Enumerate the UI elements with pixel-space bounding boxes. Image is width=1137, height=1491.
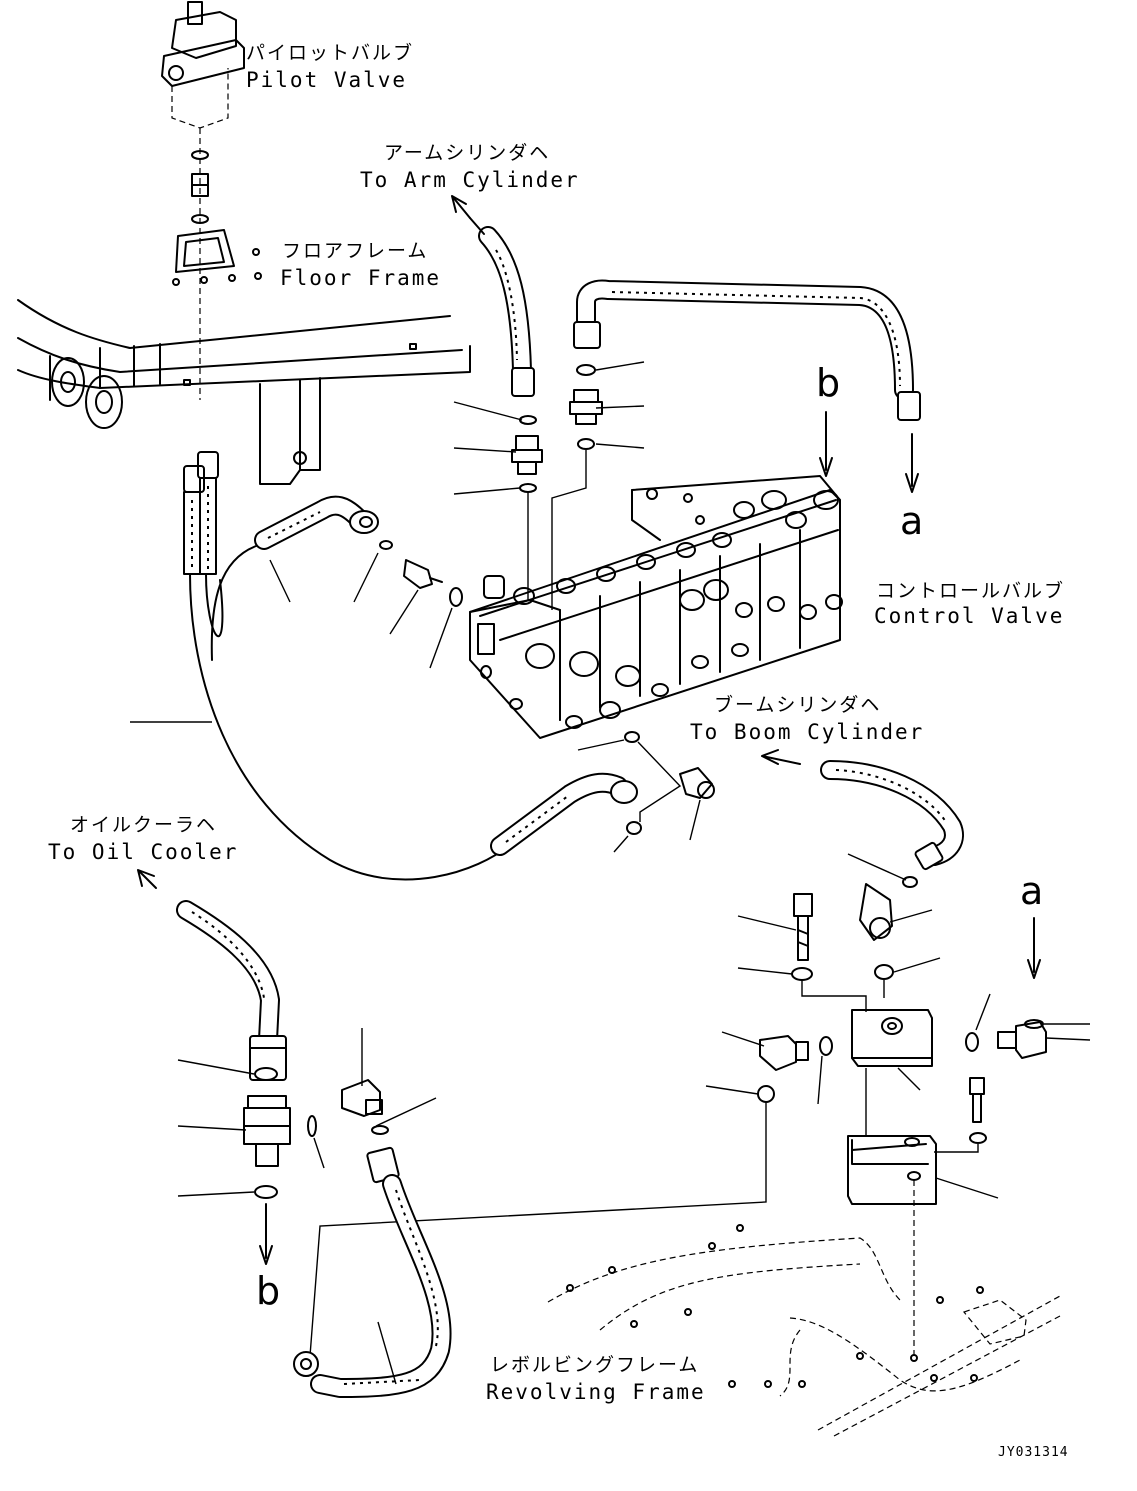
o-ring [254, 1185, 278, 1199]
adapter-fitting-2 [569, 389, 603, 425]
hose-upper-left [210, 495, 379, 661]
floor-frame [17, 299, 471, 485]
elbow-fitting-left [759, 1035, 809, 1071]
oil-cooler-label-en: To Oil Cooler [48, 840, 239, 864]
o-ring [379, 540, 393, 550]
adapter-fitting [511, 435, 543, 475]
o-ring [902, 876, 918, 888]
connection-mark-a-top: a [900, 499, 924, 543]
elbow-90-fitting [859, 883, 893, 941]
washer [969, 1132, 987, 1144]
o-ring [576, 364, 596, 376]
manifold-block [851, 1009, 933, 1067]
o-ring [191, 150, 209, 160]
arm-cylinder-label-en: To Arm Cylinder [360, 168, 580, 192]
control-valve-label-en: Control Valve [874, 604, 1065, 628]
floor-plate [172, 229, 262, 286]
connection-mark-a-right: a [1020, 869, 1044, 913]
boom-cylinder-label-en: To Boom Cylinder [690, 720, 925, 744]
pilot-valve-label-jp: パイロットバルブ [246, 42, 415, 64]
o-ring [449, 587, 463, 607]
swivel-fittings [183, 451, 509, 881]
drawing-code: JY031314 [998, 1445, 1069, 1460]
o-ring [626, 821, 642, 835]
oil-cooler-hose [137, 869, 287, 1081]
o-ring [965, 1032, 979, 1052]
revolving-frame-label-en: Revolving Frame [486, 1380, 706, 1404]
o-ring [1024, 1019, 1044, 1029]
pilot-valve-label-en: Pilot Valve [246, 68, 408, 92]
small-bolt [969, 1077, 985, 1123]
revolving-frame-label-jp: レボルビングフレーム [490, 1354, 700, 1376]
o-ring [757, 1085, 775, 1103]
revolving-frame [547, 1224, 1061, 1437]
hose-lower-center [490, 772, 638, 856]
lower-block [847, 1135, 937, 1205]
elbow-fitting [679, 767, 715, 799]
floor-frame-label-jp: フロアフレーム [282, 240, 429, 262]
o-ring [191, 214, 209, 224]
straight-fitting [403, 559, 443, 589]
connection-mark-b-top: b [816, 361, 841, 405]
o-ring [577, 438, 595, 450]
o-ring [307, 1115, 317, 1137]
elbow-connector [341, 1079, 383, 1117]
floor-frame-label-en: Floor Frame [280, 266, 442, 290]
boom-cylinder-label-jp: ブームシリンダヘ [714, 694, 882, 716]
revolving-frame-hose [293, 1146, 452, 1398]
pilot-fitting [191, 173, 209, 197]
o-ring [519, 483, 537, 493]
o-ring [519, 415, 537, 425]
o-ring [254, 1067, 278, 1081]
o-ring [819, 1036, 833, 1056]
o-ring [371, 1125, 389, 1135]
o-ring [624, 731, 640, 743]
control-valve-label-jp: コントロールバルブ [876, 580, 1066, 602]
arm-cylinder-hose [451, 195, 535, 397]
o-ring [874, 964, 894, 980]
straight-adapter [243, 1095, 291, 1167]
oil-cooler-label-jp: オイルクーラヘ [70, 814, 218, 836]
arm-cylinder-label-jp: アームシリンダヘ [384, 142, 551, 164]
boom-cylinder-hose [761, 749, 964, 871]
hose-to-a [573, 279, 921, 493]
control-valve [469, 475, 843, 739]
washer [791, 967, 813, 981]
bolt [793, 893, 813, 961]
connection-mark-b-bottom: b [256, 1269, 281, 1313]
